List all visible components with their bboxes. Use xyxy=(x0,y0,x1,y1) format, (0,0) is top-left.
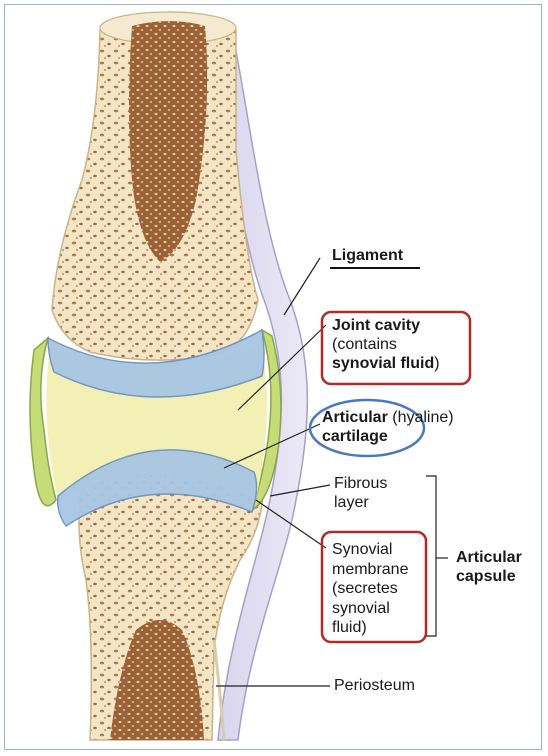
leader-joint-cavity xyxy=(237,324,327,411)
joint-cavity-label: Joint cavity (contains synovial fluid) xyxy=(332,316,440,373)
figure-frame xyxy=(4,4,542,750)
synovial-membrane-line2: membrane xyxy=(332,560,409,578)
ligament-label: Ligament xyxy=(332,247,404,264)
layer-text: layer xyxy=(334,494,369,511)
synovial-membrane-line1: Synovial xyxy=(332,541,393,558)
cartilage-highlight-oval xyxy=(308,398,426,458)
articular-cartilage-line1: Articular (hyaline) xyxy=(322,408,454,427)
synovial-membrane-line5: fluid) xyxy=(332,619,367,636)
leader-lines xyxy=(216,257,331,687)
lower-cartilage xyxy=(56,449,258,528)
articular-capsule-line2: capsule xyxy=(456,568,516,585)
joint-cavity-line3: synovial fluid) xyxy=(332,354,440,373)
fibrous-layer-label: Fibrous layer xyxy=(334,474,387,512)
synovial-membrane-label: Synovial membrane (secretes synovial flu… xyxy=(332,540,408,638)
joint-cavity-close-paren: ) xyxy=(434,355,440,372)
capsule-bracket xyxy=(426,475,437,637)
articular-capsule-line1: Articular xyxy=(456,549,522,566)
upper-cartilage xyxy=(47,328,265,398)
joint-cavity-line2: (contains xyxy=(332,336,397,353)
leader-cartilage xyxy=(223,423,321,469)
articular-cartilage-label: Articular (hyaline) cartilage xyxy=(322,408,454,446)
articular-capsule-label: Articular capsule xyxy=(456,548,522,586)
leader-ligament xyxy=(283,257,321,316)
articular-text: Articular xyxy=(322,409,388,426)
synovial-fluid-text: synovial fluid xyxy=(332,355,435,372)
hyaline-text: (hyaline) xyxy=(387,409,454,426)
synovial-membrane-highlight-box xyxy=(320,530,428,644)
tibia-marrow-cavity xyxy=(110,620,204,740)
cartilage-text: cartilage xyxy=(322,428,388,445)
joint-cavity-title: Joint cavity xyxy=(332,317,421,334)
periosteum-line xyxy=(212,639,226,741)
leader-synovial-membrane xyxy=(255,499,327,549)
periosteum-label: Periosteum xyxy=(334,677,415,694)
femur-marrow-cavity xyxy=(129,21,208,262)
synovial-membrane-line4: synovial xyxy=(332,599,390,617)
fibrous-text: Fibrous xyxy=(334,475,388,492)
joint-cavity-highlight-box xyxy=(320,310,472,386)
ligament-shape xyxy=(213,29,309,741)
synovial-membrane-line3: (secretes xyxy=(332,580,398,597)
leader-fibrous-layer xyxy=(269,484,331,497)
